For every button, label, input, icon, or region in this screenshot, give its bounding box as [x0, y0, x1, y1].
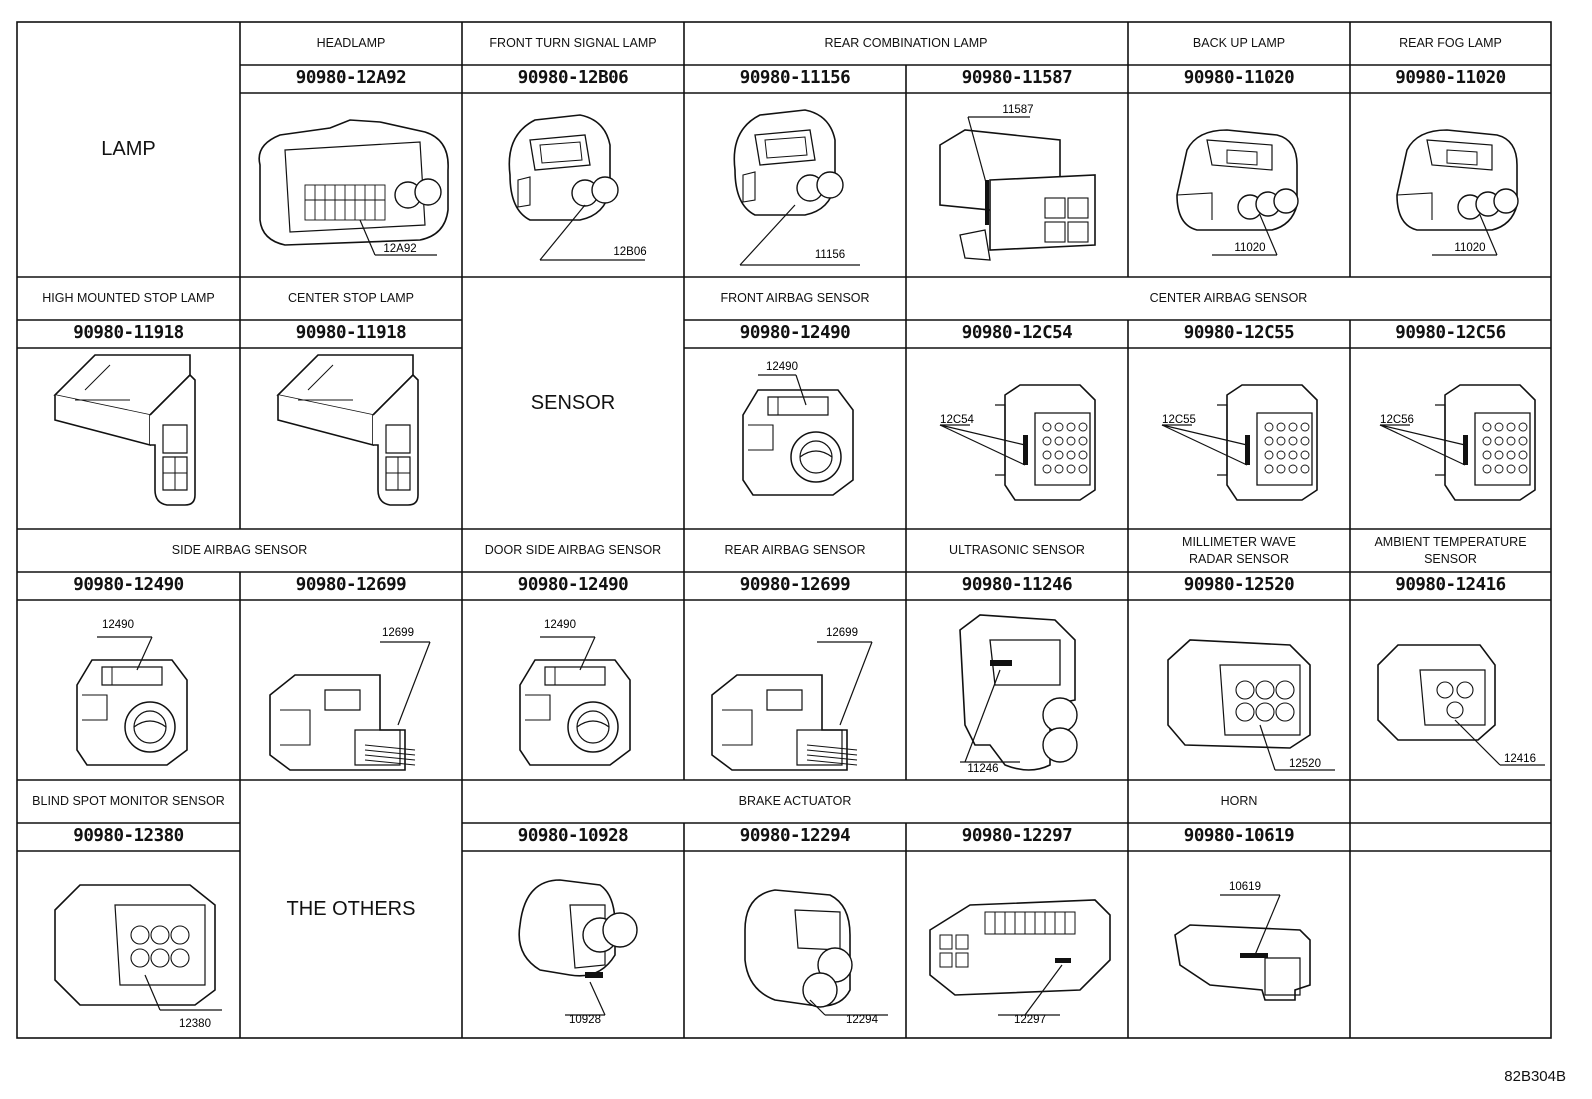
part-number: 90980-11020	[1183, 68, 1295, 88]
connector-high-mounted-stop-lamp	[54, 354, 196, 506]
connector-headlamp	[258, 119, 449, 256]
part-number: 90980-12520	[1183, 575, 1295, 595]
connector-brake-actuator-12294	[744, 889, 888, 1016]
callout-10619: 10619	[1229, 881, 1261, 893]
connector-center-airbag-12c54	[939, 384, 1096, 501]
callout-12b06: 12B06	[613, 246, 646, 258]
connector-blind-spot-monitor	[54, 884, 222, 1011]
connector-rear-combination-11156	[733, 109, 860, 266]
connector-front-airbag	[742, 374, 854, 496]
callout-12c55: 12C55	[1162, 414, 1196, 426]
category-sensor: SENSOR	[530, 391, 616, 414]
label-high-mounted-stop-lamp: HIGH MOUNTED STOP LAMP	[42, 291, 215, 305]
callout-11246: 11246	[967, 763, 998, 775]
part-number: 90980-12490	[739, 323, 851, 343]
category-lamp: LAMP	[101, 138, 156, 160]
label-headlamp: HEADLAMP	[316, 36, 386, 50]
callout-12294: 12294	[846, 1014, 879, 1026]
part-number: 90980-12B06	[517, 68, 629, 88]
label-blind-spot-monitor-sensor: BLIND SPOT MONITOR SENSOR	[32, 794, 225, 808]
callout-12a92: 12A92	[383, 243, 416, 255]
callout-11156: 11156	[815, 249, 845, 261]
callout-11020-rear-fog: 11020	[1454, 242, 1485, 254]
label-door-side-airbag-sensor: DOOR SIDE AIRBAG SENSOR	[484, 543, 662, 557]
label-center-airbag-sensor: CENTER AIRBAG SENSOR	[1149, 291, 1308, 305]
label-front-airbag-sensor: FRONT AIRBAG SENSOR	[720, 291, 870, 305]
callout-10928: 10928	[569, 1014, 601, 1026]
callout-11020-back-up: 11020	[1234, 242, 1265, 254]
connector-side-airbag-12490	[76, 636, 188, 766]
part-number: 90980-12490	[517, 575, 629, 595]
connector-ambient-temperature	[1377, 644, 1545, 766]
label-rear-combination-lamp: REAR COMBINATION LAMP	[824, 36, 988, 50]
callout-12416: 12416	[1504, 753, 1536, 765]
part-number: 90980-10928	[517, 826, 629, 846]
connector-center-airbag-12c56	[1379, 384, 1536, 501]
label-center-stop-lamp: CENTER STOP LAMP	[288, 291, 414, 305]
part-number: 90980-10619	[1183, 826, 1295, 846]
part-number: 90980-12294	[739, 826, 851, 846]
label-millimeter-wave-radar-sensor: MILLIMETER WAVE RADAR SENSOR	[1182, 534, 1296, 566]
connector-center-airbag-12c55	[1161, 384, 1318, 501]
callout-12c56: 12C56	[1380, 414, 1414, 426]
part-number: 90980-12A92	[295, 68, 407, 88]
connector-horn	[1174, 894, 1311, 1001]
connector-ultrasonic	[959, 614, 1078, 771]
label-horn: HORN	[1220, 794, 1258, 808]
label-ultrasonic-sensor: ULTRASONIC SENSOR	[949, 543, 1085, 557]
callout-12520: 12520	[1289, 758, 1321, 770]
part-number: 90980-11246	[961, 575, 1073, 595]
label-rear-fog-lamp: REAR FOG LAMP	[1399, 36, 1502, 50]
label-brake-actuator: BRAKE ACTUATOR	[738, 794, 852, 808]
part-number: 90980-12416	[1395, 575, 1506, 595]
part-number: 90980-12699	[739, 575, 851, 595]
part-number: 90980-12699	[295, 575, 407, 595]
callout-11587: 11587	[1002, 104, 1033, 116]
label-back-up-lamp: BACK UP LAMP	[1192, 36, 1286, 50]
callout-12490-door: 12490	[544, 619, 576, 631]
callout-12c54: 12C54	[940, 414, 974, 426]
callout-12297: 12297	[1014, 1014, 1046, 1026]
part-number: 90980-12C54	[961, 323, 1073, 343]
part-number: 90980-11918	[295, 323, 407, 343]
part-number: 90980-12380	[73, 826, 184, 846]
label-front-turn-signal-lamp: FRONT TURN SIGNAL LAMP	[489, 36, 657, 50]
connector-door-side-airbag	[519, 636, 631, 766]
callout-12699-rear: 12699	[826, 627, 858, 639]
connector-front-turn-signal	[508, 114, 645, 261]
connector-back-up-lamp	[1176, 129, 1299, 256]
connector-brake-actuator-12297	[929, 899, 1111, 1016]
label-ambient-temperature-sensor: AMBIENT TEMPERATURE SENSOR	[1374, 534, 1527, 566]
connector-center-stop-lamp	[277, 354, 419, 506]
connector-rear-fog-lamp	[1396, 129, 1519, 256]
label-rear-airbag-sensor: REAR AIRBAG SENSOR	[724, 543, 866, 557]
part-number: 90980-11156	[739, 68, 851, 88]
callout-12490-side: 12490	[102, 619, 134, 631]
connector-rear-airbag	[711, 641, 873, 771]
connector-rear-combination-11587	[939, 116, 1096, 261]
connector-side-airbag-12699	[269, 641, 431, 771]
drawing-code: 82B304B	[1504, 1068, 1566, 1085]
callout-12699-side: 12699	[382, 627, 414, 639]
callout-12380: 12380	[179, 1018, 211, 1030]
label-side-airbag-sensor: SIDE AIRBAG SENSOR	[171, 543, 308, 557]
part-number: 90980-11020	[1395, 68, 1506, 88]
part-number: 90980-11587	[961, 68, 1073, 88]
part-number: 90980-12490	[73, 575, 184, 595]
part-number: 90980-11918	[73, 323, 184, 343]
part-number: 90980-12297	[961, 826, 1073, 846]
part-number: 90980-12C56	[1395, 323, 1506, 343]
category-others: THE OTHERS	[286, 897, 416, 920]
connector-brake-actuator-10928	[518, 879, 638, 1016]
callout-12490-front: 12490	[766, 361, 798, 373]
part-number: 90980-12C55	[1183, 323, 1295, 343]
connector-millimeter-wave	[1167, 639, 1335, 771]
